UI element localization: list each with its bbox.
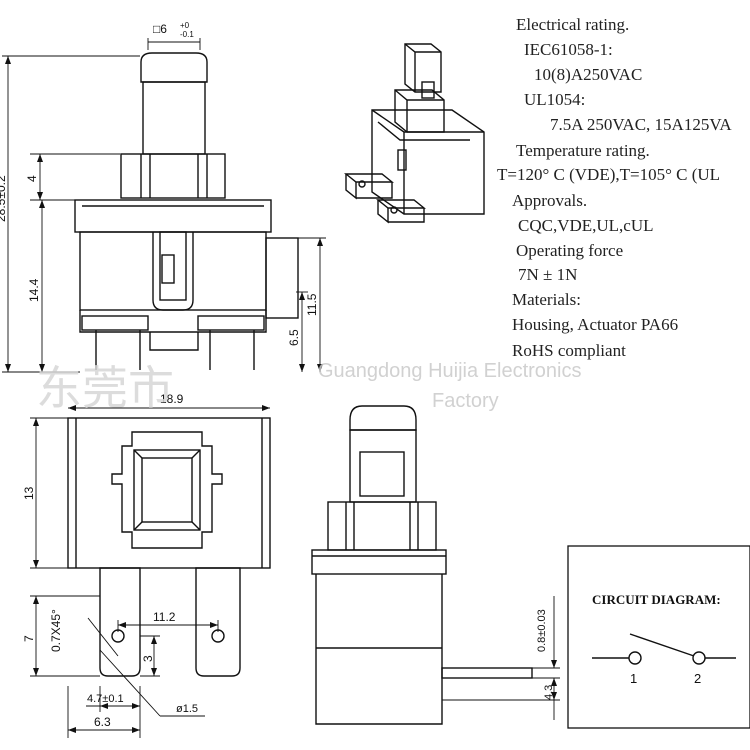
upper-4-dim: 4	[25, 175, 39, 182]
height-14-4-dim: 14.4	[27, 278, 41, 302]
spec-iec-value: 10(8)A250VAC	[534, 65, 643, 84]
height-6-5-dim: 6.5	[287, 329, 301, 346]
spec-temperature-rating: Temperature rating.	[516, 141, 650, 160]
right-terminal-clip	[197, 315, 265, 331]
left-terminal-clip	[81, 315, 149, 331]
spec-iec-standard: IEC61058-1:	[524, 40, 613, 59]
top-tol-upper: +0	[180, 21, 190, 30]
height-4-3-dim: 4.3	[543, 685, 555, 700]
side-view	[311, 405, 533, 725]
spec-temperature-value: T=120° C (VDE),T=105° C (UL	[497, 165, 721, 184]
bottom-view	[67, 417, 271, 677]
actuator-plus-outline	[111, 431, 223, 549]
width-6-3-dim: 6.3	[94, 715, 111, 729]
front-view-dimension-lines	[2, 38, 326, 373]
spec-materials: Materials:	[512, 290, 581, 309]
terminal-left	[99, 567, 141, 677]
bottom-body	[67, 417, 271, 569]
circuit-diagram	[567, 545, 750, 729]
pin-2-label: 2	[694, 671, 701, 686]
thickness-0-8-dim: 0.8±0.03	[536, 609, 548, 652]
total-height-dim: 28.5±0.2	[0, 175, 8, 222]
spec-approvals: Approvals.	[512, 191, 588, 210]
spec-approvals-value: CQC,VDE,UL,cUL	[518, 216, 654, 235]
spec-operating-force: Operating force	[516, 241, 624, 260]
spec-ul-value: 7.5A 250VAC, 15A125VA	[550, 115, 732, 134]
front-view	[74, 52, 299, 370]
spec-electrical-rating: Electrical rating.	[516, 15, 630, 34]
bottom-view-dimension-lines	[30, 407, 270, 738]
dimension-arrowheads	[5, 56, 557, 733]
housing-flange	[74, 199, 272, 233]
actuator-stem	[142, 81, 206, 155]
watermark-english-line1: Guangdong Huijia Electronics	[318, 360, 582, 382]
terminal-right	[195, 567, 241, 677]
circuit-diagram-frame	[567, 545, 750, 729]
circuit-diagram-title: CIRCUIT DIAGRAM:	[592, 592, 721, 607]
actuator-cap	[140, 52, 208, 83]
isometric-view	[344, 43, 485, 224]
height-13-dim: 13	[22, 486, 36, 500]
height-11-5-dim: 11.5	[305, 293, 319, 316]
spec-rohs: RoHS compliant	[512, 341, 626, 360]
spec-operating-force-value: 7N ± 1N	[518, 265, 578, 284]
height-3-dim: 3	[141, 655, 155, 662]
front-right-step	[265, 237, 299, 319]
chamfer-dim: 0.7X45°	[49, 609, 63, 652]
spacing-11-2-dim: 11.2	[153, 610, 176, 624]
actuator-collar	[120, 153, 226, 199]
hole-1-5-dim: ø1.5	[176, 703, 198, 715]
spec-ul-standard: UL1054:	[524, 90, 586, 109]
watermark-chinese: 东莞市	[36, 361, 174, 415]
pin-1-label: 1	[630, 671, 637, 686]
housing-body	[79, 231, 267, 311]
spec-housing: Housing, Actuator PA66	[512, 315, 679, 334]
height-7-dim: 7	[22, 635, 36, 642]
top-square-dim: □6	[153, 22, 167, 36]
watermark-english-line2: Factory	[432, 390, 499, 412]
width-18-9-dim: 18.9	[160, 392, 184, 406]
width-4-7-dim: 4.7±0.1	[87, 693, 124, 705]
top-tol-lower: -0.1	[180, 30, 194, 39]
